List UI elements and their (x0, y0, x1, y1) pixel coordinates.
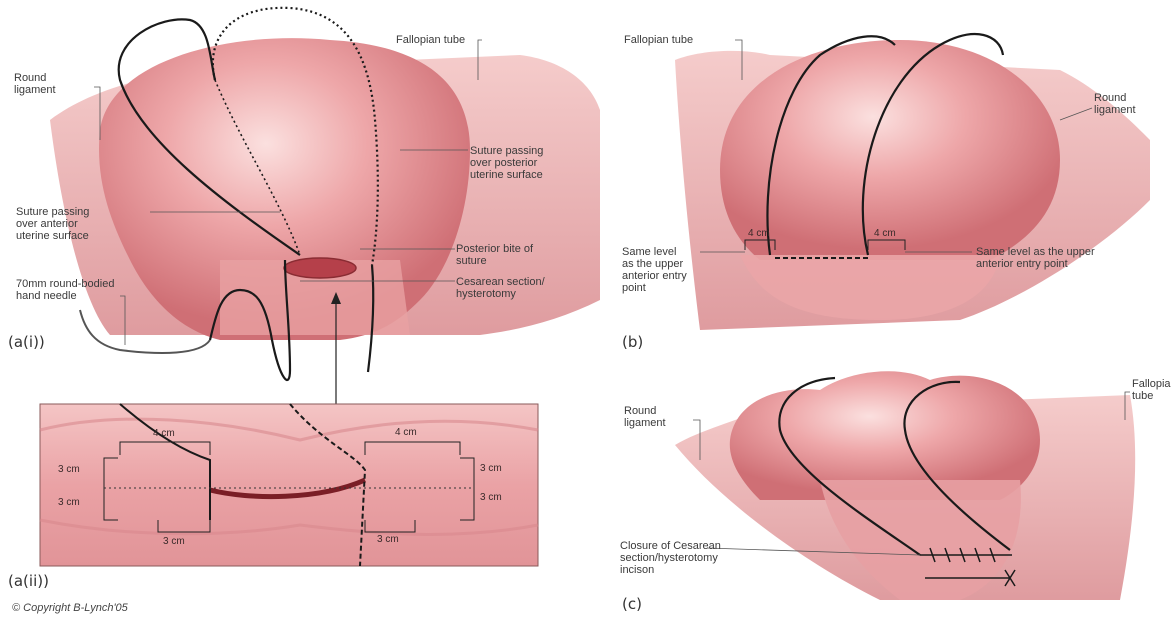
label-round-ligament-a-i: Round ligament (14, 72, 56, 96)
panel-label-a-i: (a(i)) (8, 333, 45, 351)
hysterotomy-opening-a-i (284, 258, 356, 278)
label-closure-c: Closure of Cesarean section/hysterotomy … (620, 540, 721, 576)
panel-c-illustration (675, 371, 1135, 600)
panel-label-b: (b) (622, 333, 643, 351)
label-fallopian-tube-a-i: Fallopian tube (396, 34, 465, 46)
dim-bottom-right-a-ii: 3 cm (377, 534, 399, 545)
dim-left-b: 4 cm (748, 228, 770, 239)
label-needle-a-i: 70mm round-bodied hand needle (16, 278, 114, 302)
dim-top-right-a-ii: 4 cm (395, 427, 417, 438)
panel-label-c: (c) (622, 595, 642, 613)
label-same-level-left-b: Same level as the upper anterior entry p… (622, 246, 687, 294)
copyright-notice: © Copyright B-Lynch'05 (12, 602, 128, 614)
panel-label-a-ii: (a(ii)) (8, 572, 49, 590)
label-cesarean-section-a-i: Cesarean section/ hysterotomy (456, 276, 545, 300)
label-posterior-bite-a-i: Posterior bite of suture (456, 243, 533, 267)
label-round-ligament-c: Round ligament (624, 405, 666, 429)
label-same-level-right-b: Same level as the upper anterior entry p… (976, 246, 1095, 270)
dim-bottom-left-a-ii: 3 cm (163, 536, 185, 547)
dim-right-lower-a-ii: 3 cm (480, 492, 502, 503)
panel-a-i-illustration (50, 8, 600, 405)
closeup-frame-a-ii (40, 404, 538, 566)
label-round-ligament-b: Round ligament (1094, 92, 1136, 116)
panel-b-illustration (675, 34, 1150, 330)
panel-a-ii-closeup (40, 404, 538, 566)
label-fallopian-tube-b: Fallopian tube (624, 34, 693, 46)
dim-right-b: 4 cm (874, 228, 896, 239)
dim-top-left-a-ii: 4 cm (153, 428, 175, 439)
label-fallopian-tube-c: Fallopian tube (1132, 378, 1171, 402)
dim-left-upper-a-ii: 3 cm (58, 464, 80, 475)
dim-left-lower-a-ii: 3 cm (58, 497, 80, 508)
label-suture-anterior-a-i: Suture passing over anterior uterine sur… (16, 206, 89, 242)
label-suture-posterior-a-i: Suture passing over posterior uterine su… (470, 145, 543, 181)
dim-right-upper-a-ii: 3 cm (480, 463, 502, 474)
